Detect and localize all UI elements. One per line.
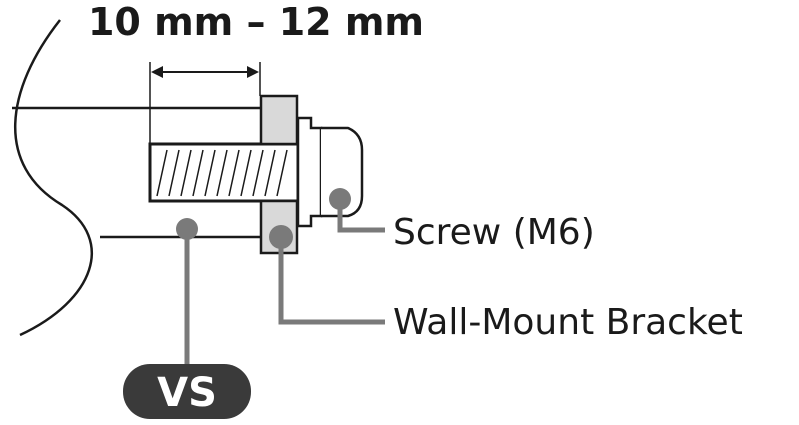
- screw-leader: [329, 188, 385, 233]
- tv-back-outline: [14, 19, 93, 337]
- screw-thread: [148, 142, 300, 203]
- dimension-marker: [149, 62, 261, 144]
- screw-label: Screw (M6): [393, 212, 595, 253]
- bracket-upper: [259, 94, 299, 146]
- vs-leader: [176, 218, 198, 370]
- bracket-label: Wall-Mount Bracket: [393, 302, 743, 343]
- bracket-leader: [269, 225, 385, 325]
- washer: [296, 116, 323, 228]
- dimension-label: 10 mm – 12 mm: [88, 0, 424, 44]
- vs-badge: VS: [123, 364, 251, 419]
- vs-badge-label: VS: [157, 370, 217, 416]
